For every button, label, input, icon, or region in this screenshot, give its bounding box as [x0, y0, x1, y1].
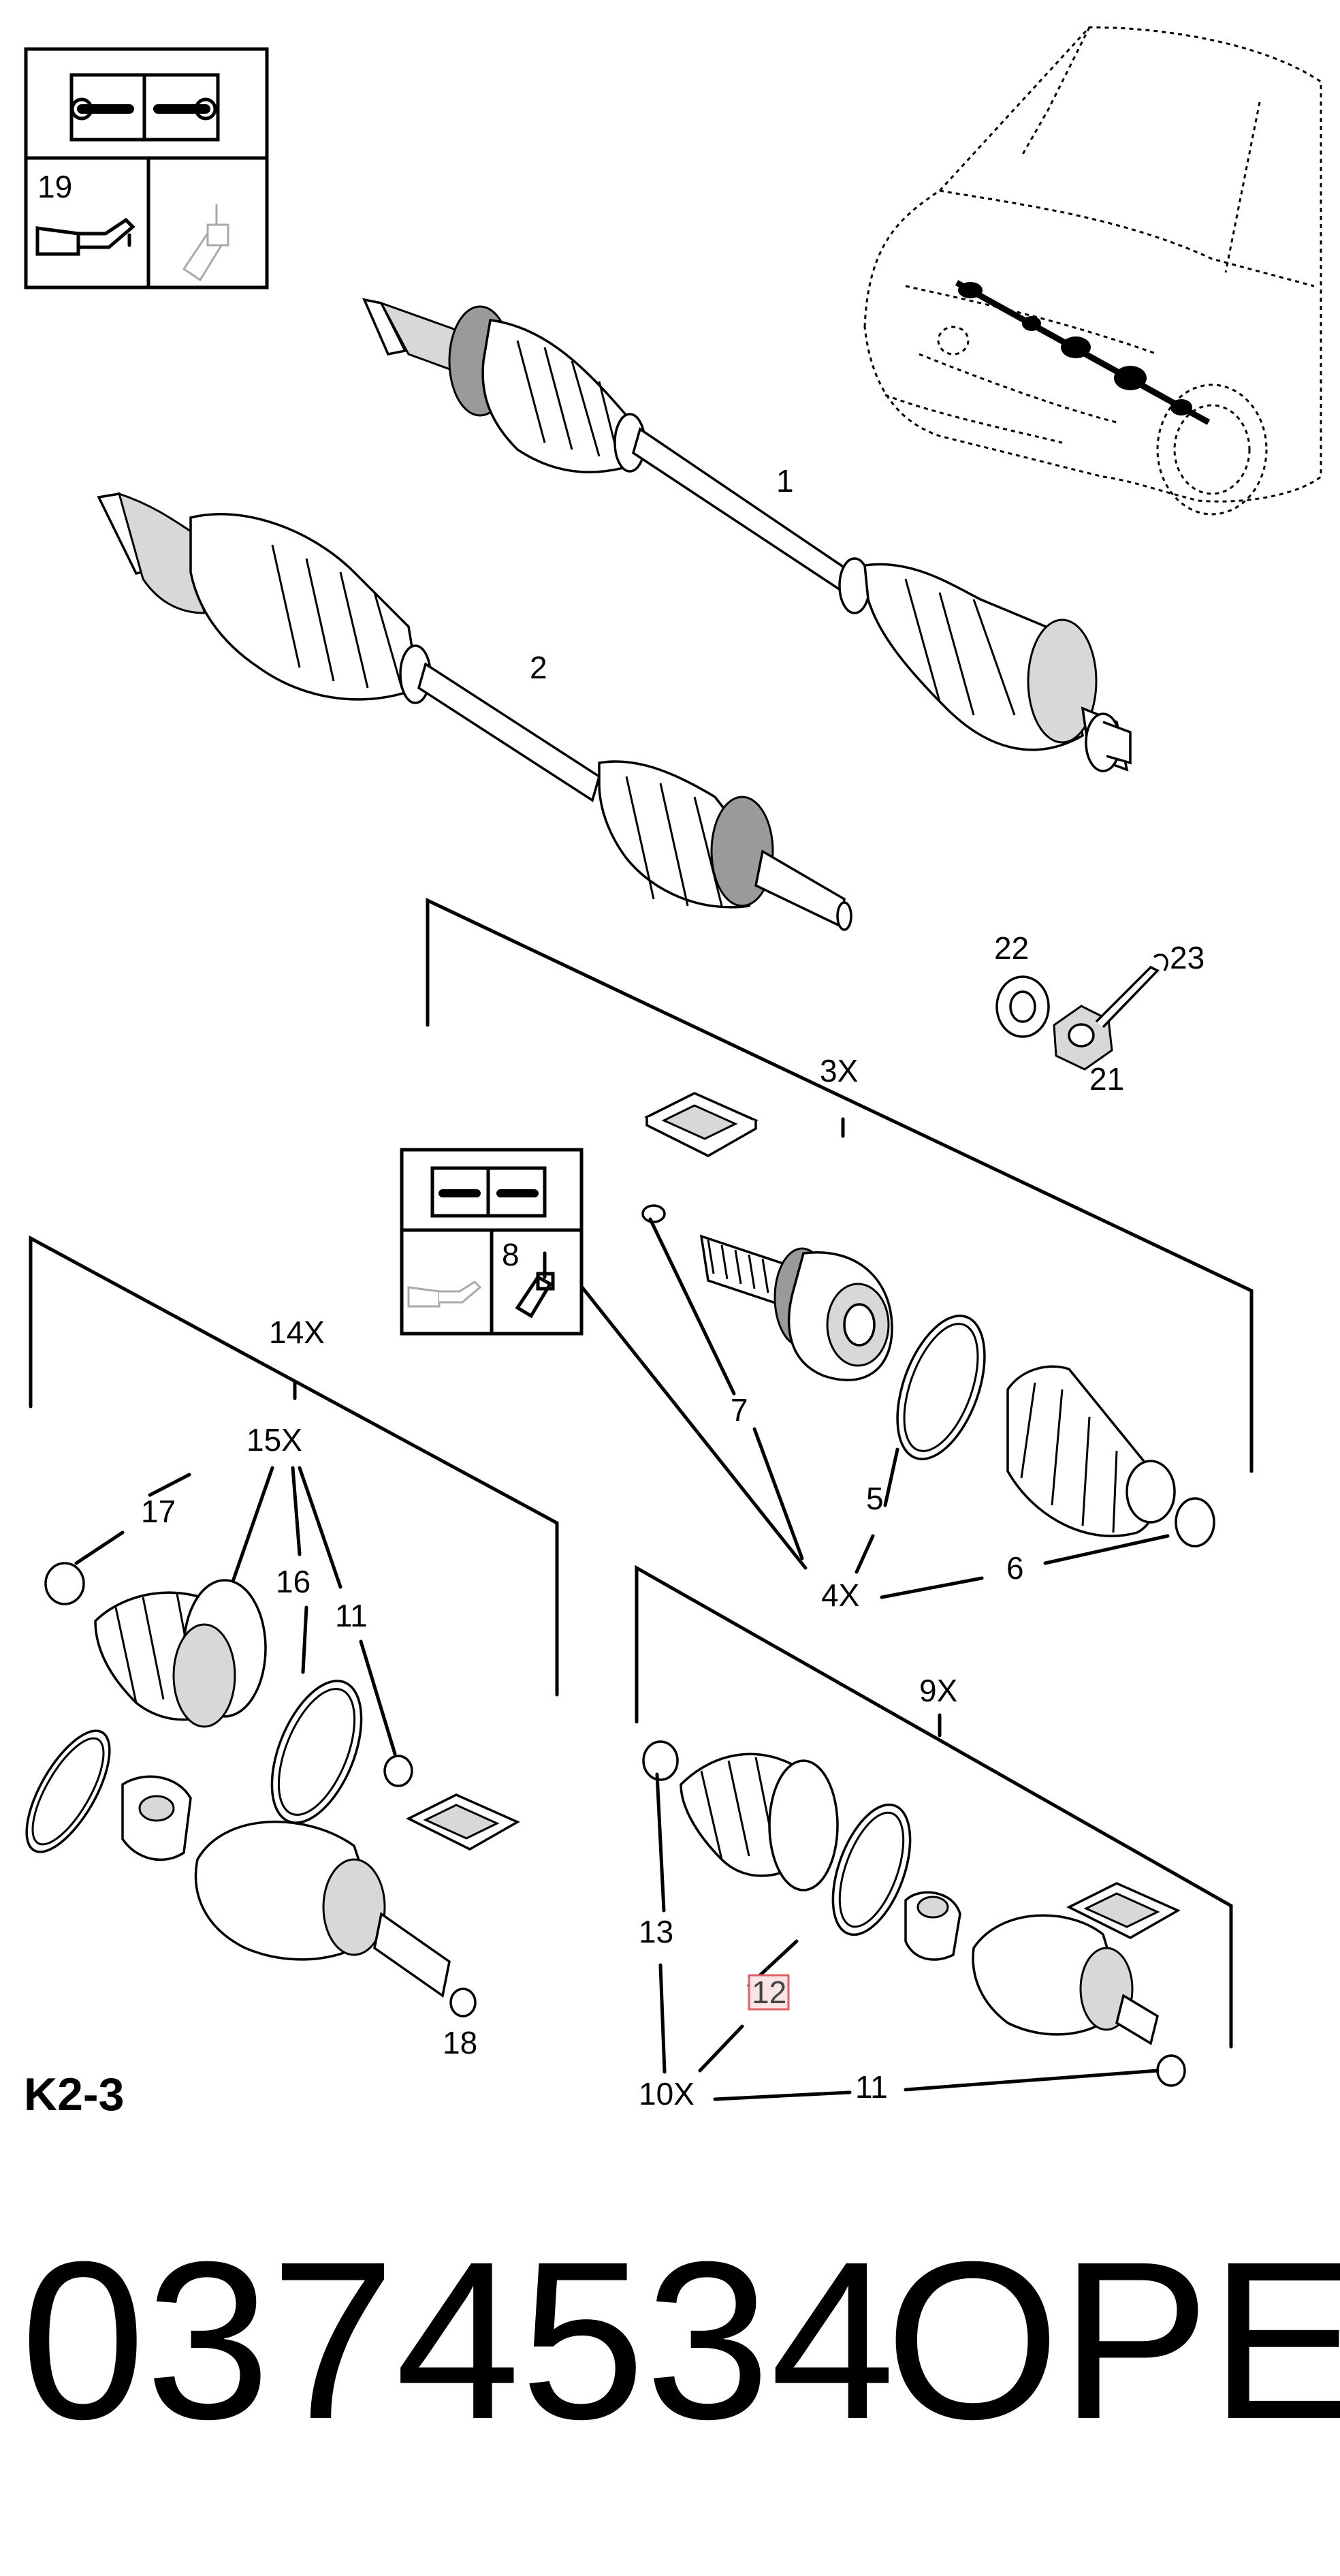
inner-joint-parts-9x — [642, 1740, 1186, 2087]
callout-10x: 10X — [639, 2076, 695, 2111]
callout-5: 5 — [866, 1481, 884, 1516]
callout-16: 16 — [276, 1564, 310, 1599]
callout-3x: 3X — [820, 1053, 858, 1088]
cv-boot-6 — [1006, 1365, 1215, 1548]
grease-tube-icon — [515, 1251, 555, 1319]
callout-14x: 14X — [269, 1315, 325, 1350]
oil-can-icon — [35, 217, 135, 256]
callout-21: 21 — [1089, 1061, 1124, 1097]
callout-15x: 15X — [246, 1422, 302, 1458]
grease-packet-3x — [644, 1092, 759, 1157]
boot-clamp-5 — [896, 1315, 986, 1460]
callout-1: 1 — [776, 463, 794, 499]
vehicle-outline — [863, 26, 1322, 516]
outer-cv-joint-3x — [641, 1204, 893, 1381]
callout-23: 23 — [1170, 940, 1205, 975]
drive-shaft-2 — [97, 492, 852, 931]
callout-18: 18 — [443, 2025, 477, 2060]
bracket-9x — [635, 1565, 1233, 2049]
drive-shaft-1 — [362, 298, 1132, 772]
callout-11-left: 11 — [335, 1598, 368, 1633]
service-box-mid: 8 — [400, 1148, 584, 1336]
page-code: K2-3 — [24, 2069, 124, 2120]
leaders-4x — [580, 1217, 1170, 1599]
grease-tube-icon — [182, 204, 229, 282]
hub-nut-set — [995, 954, 1168, 1071]
service-box-top: 19 — [24, 47, 269, 289]
callout-9x: 9X — [919, 1673, 957, 1708]
callout-2: 2 — [530, 650, 547, 685]
part-number: 0374534 — [20, 2214, 895, 2466]
callout-22: 22 — [994, 930, 1029, 966]
brand-name: OPEL — [885, 2214, 1340, 2466]
oil-can-icon — [407, 1281, 482, 1308]
callout-6: 6 — [1006, 1550, 1024, 1586]
callout-19: 19 — [37, 169, 72, 204]
callout-7: 7 — [731, 1392, 748, 1428]
bracket-3x — [426, 898, 1254, 1473]
callout-4x: 4X — [821, 1577, 859, 1613]
leaders-9x — [655, 1772, 1160, 2101]
callout-8: 8 — [502, 1237, 520, 1272]
service-manual-icon — [69, 73, 220, 142]
callout-12-highlight — [748, 1974, 790, 2011]
callout-17: 17 — [141, 1494, 176, 1529]
callout-12: 12 — [752, 1975, 786, 2010]
callout-13: 13 — [639, 1914, 673, 1949]
callout-11-right: 11 — [855, 2069, 888, 2105]
service-manual-icon — [430, 1166, 547, 1218]
inner-joint-parts-14x — [25, 1562, 520, 2017]
